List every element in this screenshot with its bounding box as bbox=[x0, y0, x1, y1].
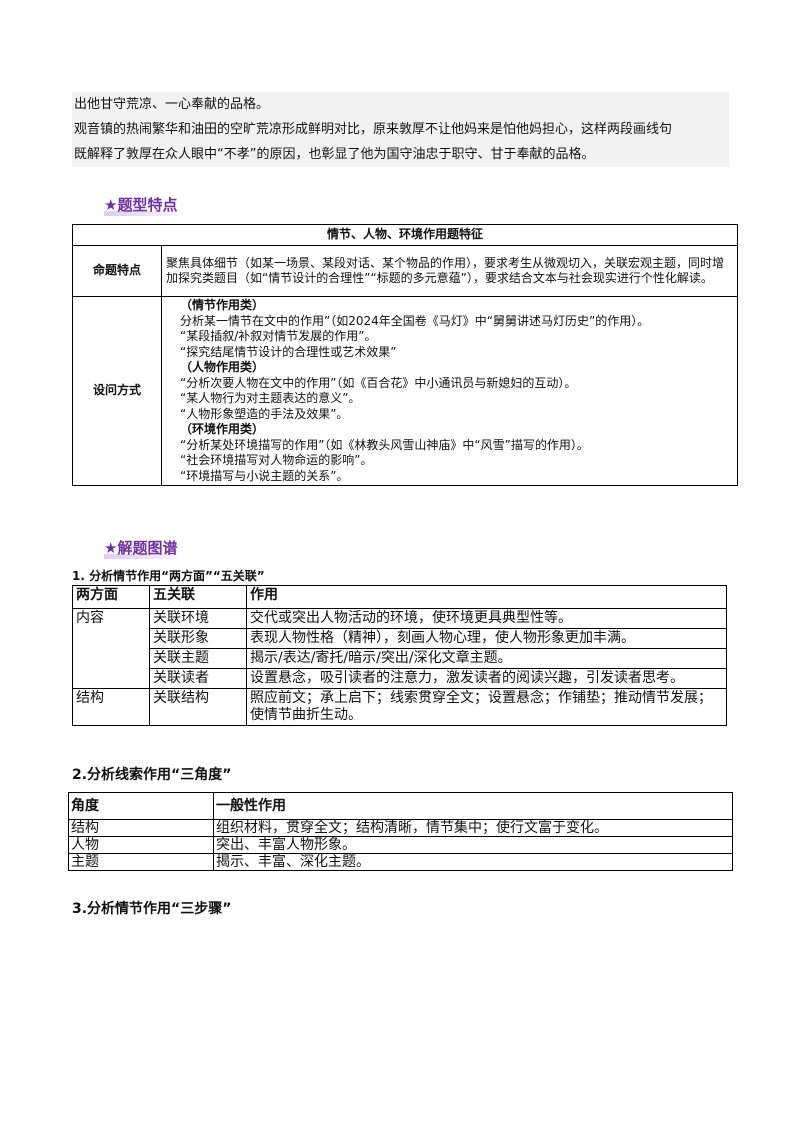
table-row: 命题特点 聚焦具体细节（如某一场景、某段对话、某个物品的作用），要求考生从微观切… bbox=[72, 245, 738, 297]
section-heading-text: ★题型特点 bbox=[104, 196, 178, 214]
section-heading-question-features: ★题型特点 bbox=[104, 194, 178, 216]
subsection-title: 1. 分析情节作用“两方面”“五关联” bbox=[72, 569, 265, 583]
effect-cell: 揭示/表达/寄托/暗示/突出/深化文章主题。 bbox=[246, 648, 727, 669]
heading-highlight-bar bbox=[104, 211, 178, 216]
section-heading-solution-map: ★解题图谱 bbox=[104, 537, 178, 559]
effect-cell: 表现人物性格（精神），刻画人物心理，使人物形象更加丰满。 bbox=[246, 628, 727, 649]
subsection-title: 3.分析情节作用“三步骤” bbox=[72, 901, 232, 917]
effect-cell: 照应前文；承上启下；线索贯穿全文；设置悬念；作铺垫；推动情节发展；使情节曲折生动… bbox=[246, 688, 727, 726]
effect-cell: 交代或突出人物活动的环境，使环境更具典型性等。 bbox=[246, 608, 727, 629]
plot-function-table: 两方面 五关联 作用 内容 关联环境 交代或突出人物活动的环境，使环境更具典型性… bbox=[72, 585, 727, 726]
table-header-row: 角度 一般性作用 bbox=[68, 792, 733, 820]
column-header: 作用 bbox=[246, 585, 727, 609]
intro-line-3: 既解释了敦厚在众人眼中“不孝”的原因，也彰显了他为国守油忠于职守、甘于奉献的品格… bbox=[72, 142, 729, 167]
category-label: （环境作用类） bbox=[180, 422, 265, 436]
category-label: （情节作用类） bbox=[180, 298, 265, 312]
aspect-cell: 内容 bbox=[72, 608, 150, 689]
question-form-line: “环境描写与小说主题的关系”。 bbox=[180, 468, 349, 483]
subsection-title: 2.分析线索作用“三角度” bbox=[72, 767, 232, 783]
effect-cell: 突出、丰富人物形象。 bbox=[213, 836, 733, 854]
intro-line-2: 观音镇的热闹繁华和油田的空旷荒凉形成鲜明对比，原来敦厚不让他妈来是怕他妈担心，这… bbox=[72, 117, 729, 142]
effect-cell: 揭示、丰富、深化主题。 bbox=[213, 853, 733, 871]
category-label: （人物作用类） bbox=[180, 360, 265, 374]
question-form-line: “探究结尾情节设计的合理性或艺术效果” bbox=[180, 344, 397, 359]
question-form-line: “某段插叙/补叙对情节发展的作用”。 bbox=[180, 329, 377, 343]
link-cell: 关联结构 bbox=[149, 688, 247, 726]
column-header: 角度 bbox=[68, 792, 214, 820]
table-row: 关联主题 揭示/表达/寄托/暗示/突出/深化文章主题。 bbox=[73, 648, 727, 669]
table-title: 情节、人物、环境作用题特征 bbox=[72, 224, 738, 246]
link-cell: 关联读者 bbox=[149, 668, 247, 689]
table-header-row: 两方面 五关联 作用 bbox=[72, 585, 727, 609]
question-form-line: “某人物行为对主题表达的意义”。 bbox=[180, 391, 361, 405]
heading-highlight-bar bbox=[104, 554, 178, 559]
effect-cell: 组织材料，贯穿全文；结构清晰，情节集中；使行文富于变化。 bbox=[213, 819, 733, 837]
link-cell: 关联主题 bbox=[149, 648, 247, 669]
question-forms-list: （情节作用类）分析某一情节在文中的作用”（如2024年全国卷《马灯》中“舅舅讲述… bbox=[166, 298, 733, 484]
column-header: 五关联 bbox=[149, 585, 247, 609]
link-cell: 关联环境 bbox=[149, 608, 247, 629]
table-row: 主题 揭示、丰富、深化主题。 bbox=[68, 853, 733, 871]
table-row: 人物 突出、丰富人物形象。 bbox=[68, 836, 733, 854]
question-form-line: “社会环境描写对人物命运的影响”。 bbox=[180, 453, 373, 467]
question-form-line: “分析次要人物在文中的作用”（如《百合花》中小通讯员与新媳妇的互动）。 bbox=[180, 375, 577, 390]
row-label: 设问方式 bbox=[72, 296, 162, 486]
table-row: 关联形象 表现人物性格（精神），刻画人物心理，使人物形象更加丰满。 bbox=[73, 628, 727, 649]
effect-cell: 设置悬念，吸引读者的注意力，激发读者的阅读兴趣，引发读者思考。 bbox=[246, 668, 727, 689]
clue-function-table: 角度 一般性作用 结构 组织材料，贯穿全文；结构清晰，情节集中；使行文富于变化。… bbox=[68, 792, 733, 871]
table-row: 内容 关联环境 交代或突出人物活动的环境，使环境更具典型性等。 bbox=[72, 608, 727, 689]
angle-cell: 人物 bbox=[68, 836, 214, 854]
table-row: 结构 关联结构 照应前文；承上启下；线索贯穿全文；设置悬念；作铺垫；推动情节发展… bbox=[72, 688, 727, 726]
question-forms-cell: （情节作用类）分析某一情节在文中的作用”（如2024年全国卷《马灯》中“舅舅讲述… bbox=[161, 296, 738, 486]
question-features-table: 情节、人物、环境作用题特征 命题特点 聚焦具体细节（如某一场景、某段对话、某个物… bbox=[72, 224, 738, 486]
question-form-line: “分析某处环境描写的作用”（如《林教头风雪山神庙》中“风雪”描写的作用）。 bbox=[180, 437, 589, 452]
table-row: 设问方式 （情节作用类）分析某一情节在文中的作用”（如2024年全国卷《马灯》中… bbox=[72, 296, 738, 486]
angle-cell: 主题 bbox=[68, 853, 214, 871]
row-label: 命题特点 bbox=[72, 245, 162, 297]
column-header: 两方面 bbox=[72, 585, 150, 609]
row-content: 聚焦具体细节（如某一场景、某段对话、某个物品的作用），要求考生从微观切入，关联宏… bbox=[161, 245, 738, 297]
table-row: 结构 组织材料，贯穿全文；结构清晰，情节集中；使行文富于变化。 bbox=[68, 819, 733, 837]
table-title-row: 情节、人物、环境作用题特征 bbox=[72, 224, 738, 246]
column-header: 一般性作用 bbox=[213, 792, 733, 820]
question-form-line: 分析某一情节在文中的作用”（如2024年全国卷《马灯》中“舅舅讲述马灯历史”的作… bbox=[180, 313, 650, 328]
aspect-cell: 结构 bbox=[72, 688, 150, 726]
link-cell: 关联形象 bbox=[149, 628, 247, 649]
section-heading-text: ★解题图谱 bbox=[104, 539, 178, 557]
question-form-line: “人物形象塑造的手法及效果”。 bbox=[180, 406, 349, 421]
table-row: 关联读者 设置悬念，吸引读者的注意力，激发读者的阅读兴趣，引发读者思考。 bbox=[73, 668, 727, 689]
intro-line-1: 出他甘守荒凉、一心奉献的品格。 bbox=[72, 92, 729, 117]
angle-cell: 结构 bbox=[68, 819, 214, 837]
